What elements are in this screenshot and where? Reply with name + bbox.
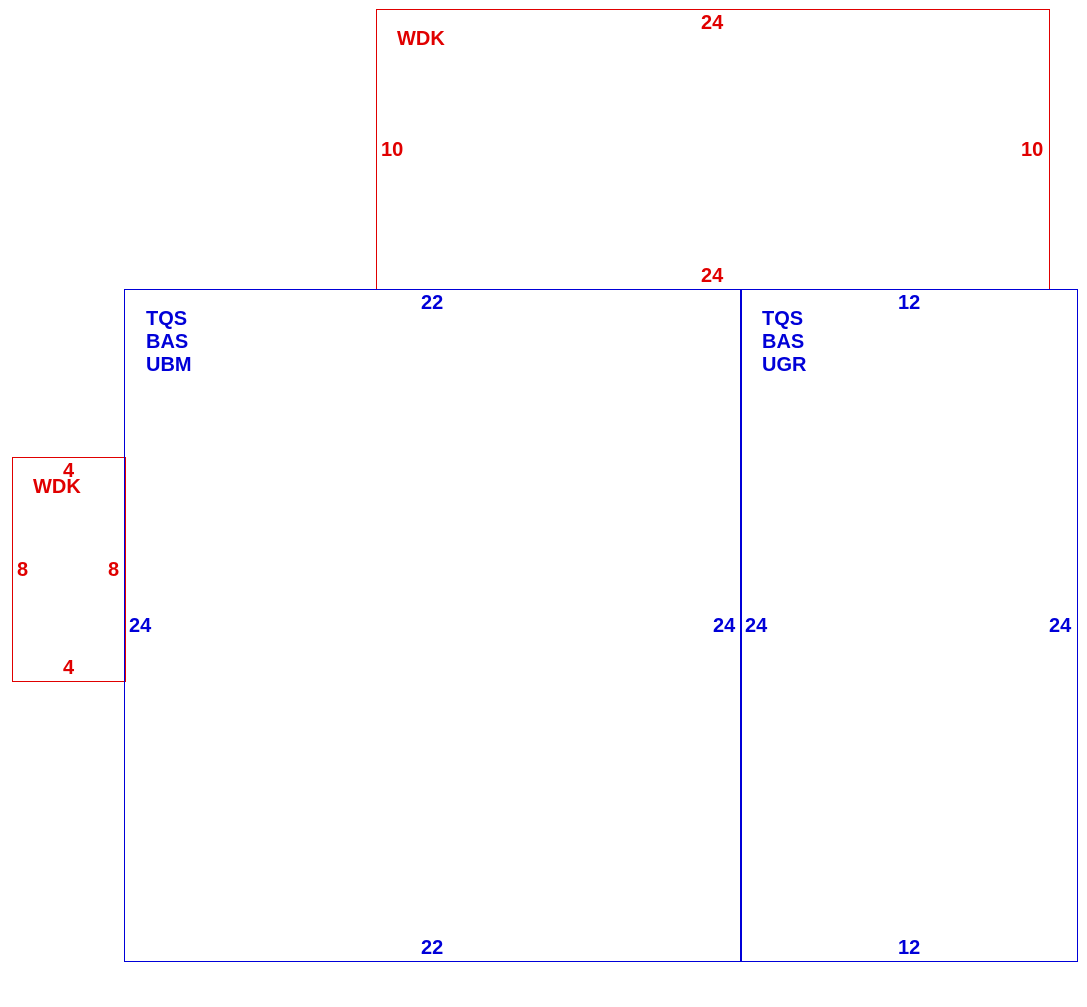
- room-main-dim-right: 24: [713, 615, 736, 637]
- deck-left-dim-right: 8: [108, 559, 120, 581]
- deck-top-code: WDK: [397, 28, 445, 50]
- room-side-dim-top: 12: [898, 292, 921, 314]
- room-side-code-1: TQS: [762, 308, 804, 330]
- deck-left-code: WDK: [33, 476, 81, 498]
- room-side-code-2: BAS: [762, 331, 805, 353]
- room-main-codes: TQS BAS UBM: [146, 308, 192, 377]
- room-main-outline: [124, 289, 742, 962]
- room-side-codes: TQS BAS UGR: [762, 308, 806, 377]
- room-side-outline: [740, 289, 1078, 962]
- room-side-dim-bottom: 12: [898, 937, 921, 959]
- deck-top-dim-bottom: 24: [701, 265, 724, 287]
- deck-top-dim-top: 24: [701, 12, 724, 34]
- room-main-code-2: BAS: [146, 331, 189, 353]
- deck-left-dim-left: 8: [17, 559, 29, 581]
- room-main-code-3: UBM: [146, 354, 192, 376]
- room-main-dim-bottom: 22: [421, 937, 444, 959]
- room-main-dim-top: 22: [421, 292, 444, 314]
- room-main-dim-left: 24: [129, 615, 152, 637]
- deck-top-outline: [376, 9, 1050, 290]
- deck-top-dim-left: 10: [381, 139, 404, 161]
- deck-left-dim-top: 4: [63, 460, 75, 482]
- room-main-code-1: TQS: [146, 308, 188, 330]
- room-side-dim-left: 24: [745, 615, 768, 637]
- room-side-code-3: UGR: [762, 354, 807, 376]
- deck-left-outline: [12, 457, 126, 682]
- deck-top-dim-right: 10: [1021, 139, 1044, 161]
- room-side-dim-right: 24: [1049, 615, 1072, 637]
- deck-left-dim-bottom: 4: [63, 657, 75, 679]
